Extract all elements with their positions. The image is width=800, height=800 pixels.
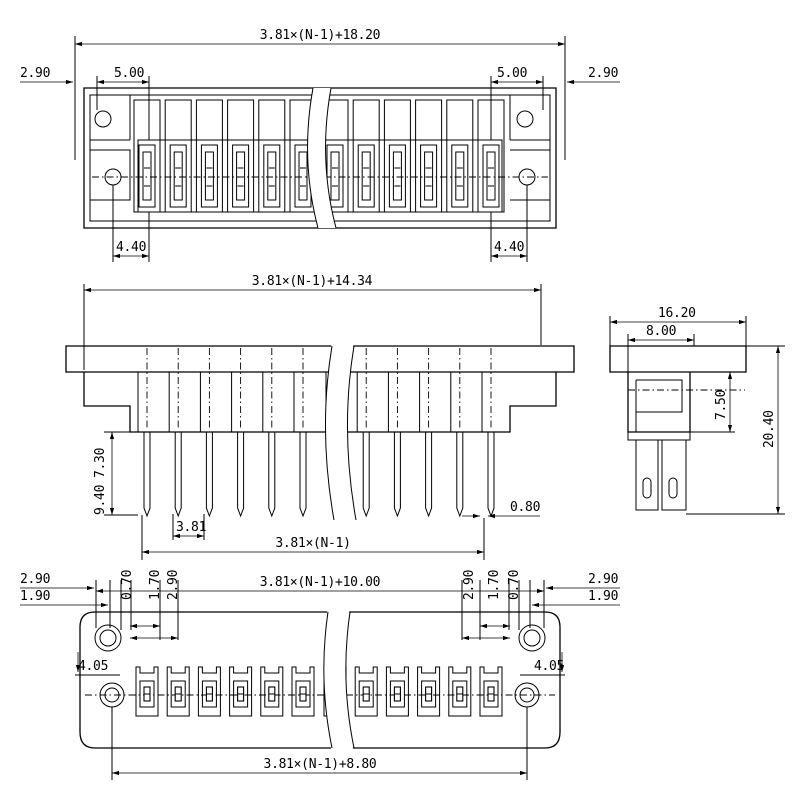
dim-bot-span: 3.81×(N-1)+10.00 <box>260 575 380 590</box>
top-view <box>83 87 557 229</box>
pin <box>143 432 151 518</box>
pin <box>456 432 464 518</box>
bottom-terminal-cells <box>135 666 503 717</box>
top-terminal-cells <box>133 99 505 213</box>
dim-side-pin-len: 9.40 <box>93 485 108 515</box>
end-flange <box>609 345 747 373</box>
dim-top-right-edge: 2.90 <box>588 66 618 81</box>
dim-top-left-edge: 2.90 <box>20 66 50 81</box>
terminal-cell <box>135 666 159 717</box>
terminal-cell <box>164 99 192 213</box>
side-flange <box>65 345 575 373</box>
pin <box>425 432 433 518</box>
pin <box>299 432 307 518</box>
terminal-cell <box>385 666 409 717</box>
mount-hole-icon <box>516 110 534 128</box>
terminal-cell <box>195 99 223 213</box>
dim-top-left-mid: 5.00 <box>114 66 144 81</box>
terminal-cell <box>479 666 503 717</box>
dim-bot-total: 3.81×(N-1)+8.80 <box>264 757 377 772</box>
mount-hole-icon <box>94 110 112 128</box>
dim-top-left-bottom: 4.40 <box>116 240 146 255</box>
dim-bot-l-a: 2.90 <box>20 572 50 587</box>
dim-side-span: 3.81×(N-1) <box>275 536 350 551</box>
terminal-cell <box>227 99 255 213</box>
dim-bot-r-a: 2.90 <box>588 572 618 587</box>
dim-bot-r-b: 1.90 <box>588 589 618 604</box>
side-body <box>83 372 557 433</box>
bottom-view-dimensions: 2.90 1.90 0.70 1.70 2.90 2.90 1.70 0.70 … <box>20 570 620 780</box>
terminal-cell <box>166 666 190 717</box>
dim-bot-r-f: 4.05 <box>534 659 564 674</box>
pin <box>393 432 401 518</box>
side-view-dimensions: 3.81×(N-1)+14.34 9.40 7.30 3.81 0.80 3.8… <box>83 274 542 560</box>
mount-boss-icon <box>94 624 122 652</box>
side-view <box>65 340 575 525</box>
end-view-dimensions: 16.20 8.00 7.50 20.40 <box>609 306 785 515</box>
pin <box>205 432 213 518</box>
dim-side-pitch: 3.81 <box>176 520 206 535</box>
pin <box>237 432 245 518</box>
pin <box>174 432 182 518</box>
terminal-cell <box>352 99 380 213</box>
terminal-cell <box>448 666 472 717</box>
terminal-cell <box>260 666 284 717</box>
terminal-cell <box>354 666 378 717</box>
dim-end-width: 16.20 <box>658 306 696 321</box>
dim-bot-l-c: 0.70 <box>120 570 135 600</box>
dim-bot-r-e: 2.90 <box>462 570 477 600</box>
dim-side-pin-len2: 7.30 <box>93 448 108 478</box>
terminal-cell <box>133 99 161 213</box>
dim-top-total: 3.81×(N-1)+18.20 <box>260 28 380 43</box>
bottom-view-outline <box>79 611 561 749</box>
dim-bot-l-f: 4.05 <box>78 659 108 674</box>
dim-bot-l-d: 1.70 <box>148 570 163 600</box>
terminal-cell <box>383 99 411 213</box>
top-view-dimensions: 3.81×(N-1)+18.20 2.90 5.00 5.00 2.90 4.4… <box>20 28 620 262</box>
pin <box>487 432 495 518</box>
dim-top-right-bottom: 4.40 <box>494 240 524 255</box>
terminal-cell <box>258 99 286 213</box>
dim-end-body: 7.50 <box>714 390 729 420</box>
dim-end-height: 20.40 <box>762 410 777 448</box>
dim-bot-l-e: 2.90 <box>166 570 181 600</box>
dim-bot-r-d: 1.70 <box>487 570 502 600</box>
dim-top-right-mid: 5.00 <box>497 66 527 81</box>
mount-boss-icon <box>518 624 546 652</box>
terminal-cell <box>446 99 474 213</box>
top-view-outline <box>83 87 557 229</box>
terminal-cell <box>229 666 253 717</box>
dim-bot-r-c: 0.70 <box>507 570 522 600</box>
dim-end-half: 8.00 <box>646 324 676 339</box>
terminal-cell <box>415 99 443 213</box>
bottom-view <box>79 605 561 754</box>
end-view <box>609 345 747 511</box>
dim-side-pin-dia: 0.80 <box>510 500 540 515</box>
pin <box>268 432 276 518</box>
end-body <box>627 372 691 433</box>
pin <box>362 432 370 518</box>
dim-side-total: 3.81×(N-1)+14.34 <box>252 274 373 289</box>
terminal-cell <box>197 666 221 717</box>
terminal-cell <box>291 666 315 717</box>
dim-bot-l-b: 1.90 <box>20 589 50 604</box>
terminal-cell <box>417 666 441 717</box>
